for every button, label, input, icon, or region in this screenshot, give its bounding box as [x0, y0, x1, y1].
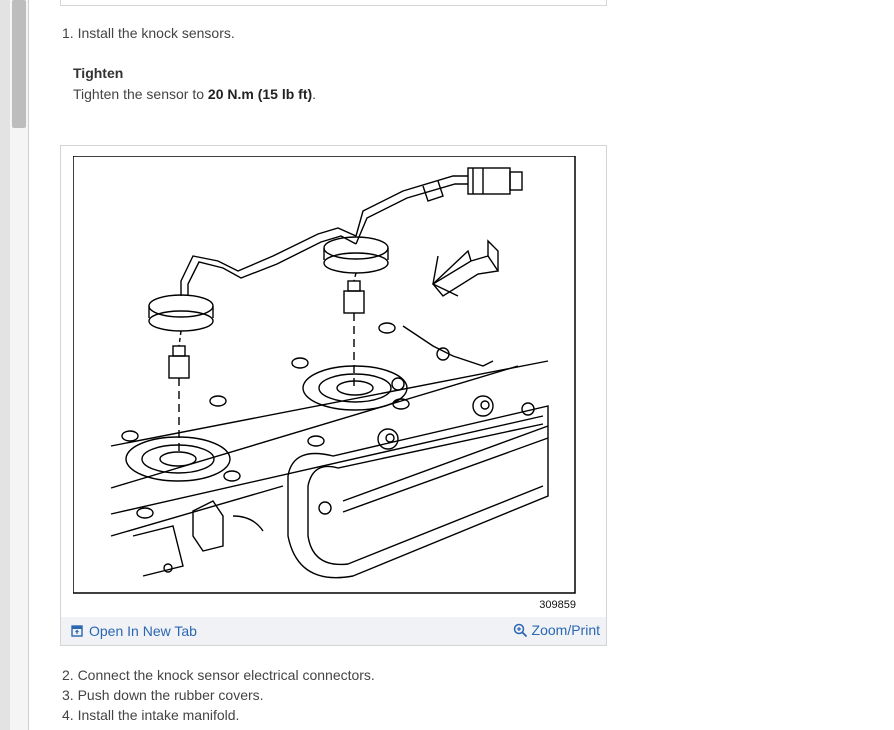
scrollbar-track[interactable]	[10, 0, 29, 730]
step-3: 3. Push down the rubber covers.	[62, 687, 264, 703]
knock-sensor-illustration	[73, 156, 576, 594]
open-in-new-tab-link[interactable]: Open In New Tab	[71, 623, 197, 639]
zoom-icon	[513, 623, 527, 637]
scrollbar-thumb[interactable]	[12, 0, 26, 128]
previous-figure-frame	[60, 0, 607, 6]
step-2: 2. Connect the knock sensor electrical c…	[62, 667, 375, 683]
open-in-new-tab-icon	[71, 625, 83, 637]
step-4: 4. Install the intake manifold.	[62, 707, 240, 723]
open-in-new-tab-label: Open In New Tab	[89, 623, 197, 639]
tighten-heading: Tighten	[73, 65, 124, 81]
figure-number: 309859	[539, 599, 576, 611]
step-1: 1. Install the knock sensors.	[62, 25, 235, 41]
window-edge	[0, 0, 10, 730]
torque-value: 20 N.m (15 lb ft)	[207, 86, 313, 102]
tighten-spec: Tighten the sensor to 20 N.m (15 lb ft).	[73, 86, 317, 102]
zoom-print-label: Zoom/Print	[531, 622, 600, 638]
zoom-print-link[interactable]: Zoom/Print	[513, 622, 600, 638]
figure-toolbar: Open In New Tab Zoom/Print	[61, 617, 606, 645]
figure-container: 309859 Open In New Tab Zoom/Print	[60, 145, 607, 646]
